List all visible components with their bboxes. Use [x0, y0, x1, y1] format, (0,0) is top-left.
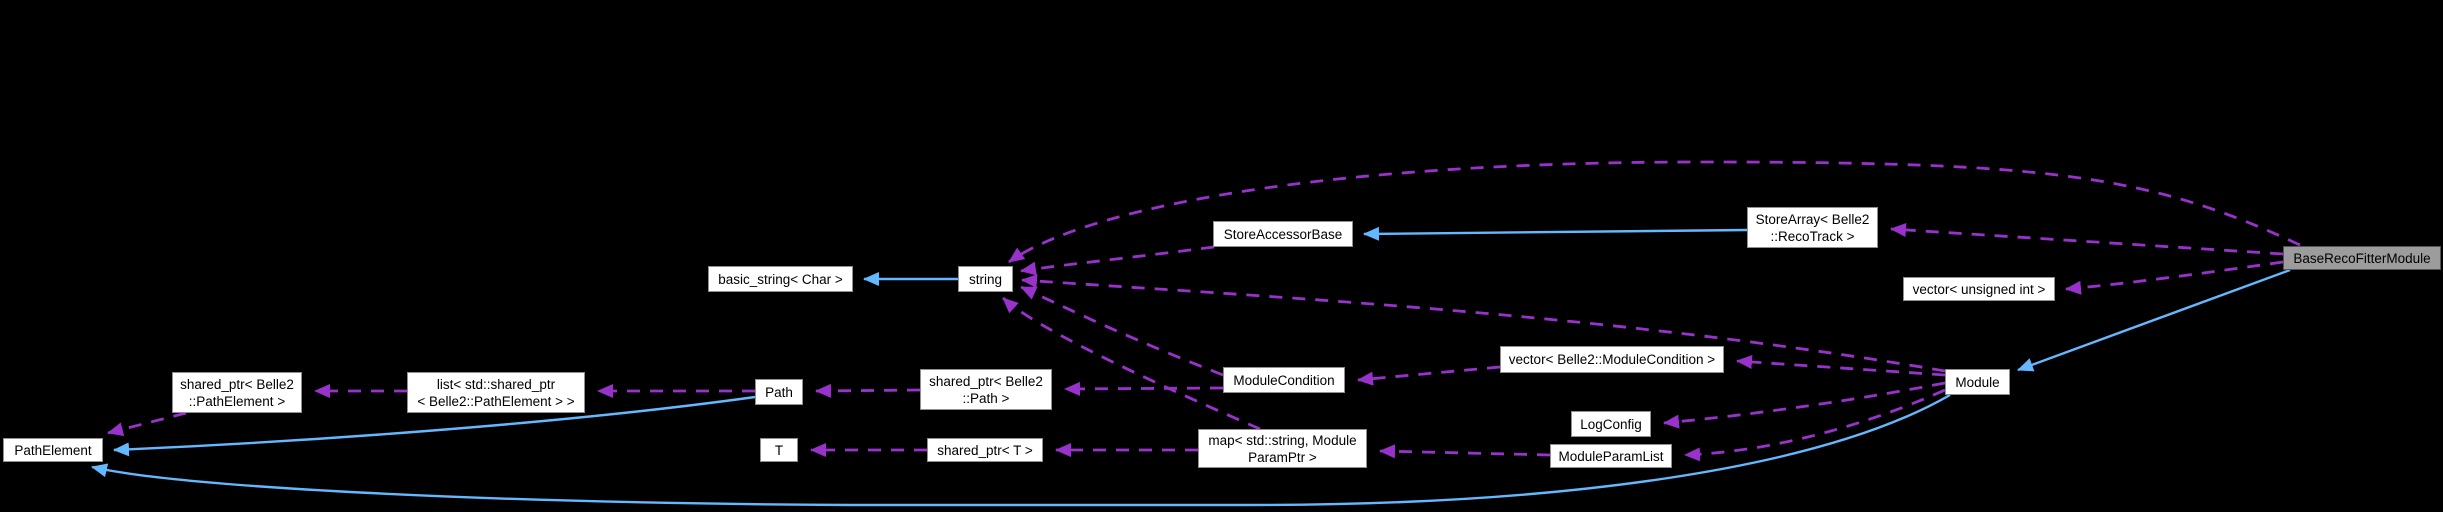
edge-module-to-vector-module-condition — [1736, 355, 1946, 377]
node-base-reco-fitter-module: BaseRecoFitterModule — [2283, 246, 2441, 270]
node-vector-module-condition[interactable]: vector< Belle2::ModuleCondition > — [1500, 346, 1724, 373]
edge-store-array-to-store-accessor-base — [1363, 226, 1748, 241]
node-shared-ptr-path[interactable]: shared_ptr< Belle2 ::Path > — [920, 369, 1052, 410]
node-path-element-label: PathElement — [14, 442, 92, 458]
node-store-array-label: StoreArray< Belle2 ::RecoTrack > — [1755, 211, 1870, 244]
node-shared-ptr-t-label: shared_ptr< T > — [937, 442, 1033, 458]
node-shared-ptr-t[interactable]: shared_ptr< T > — [927, 438, 1043, 462]
node-vector-unsigned-int-label: vector< unsigned int > — [1912, 281, 2046, 297]
edge-module-to-log-config — [1663, 381, 1946, 429]
node-store-accessor-base-label: StoreAccessorBase — [1223, 226, 1343, 242]
edge-module-condition-to-shared-ptr-path — [1064, 381, 1224, 396]
edge-shared-ptr-path-element-to-path-element — [107, 411, 187, 437]
node-module-label: Module — [1955, 374, 2000, 390]
edge-path-to-path-element — [113, 395, 756, 457]
node-basic-string[interactable]: basic_string< Char > — [708, 266, 853, 292]
node-shared-ptr-path-label: shared_ptr< Belle2 ::Path > — [929, 373, 1043, 406]
edge-module-to-string — [1021, 274, 1946, 373]
node-log-config-label: LogConfig — [1580, 416, 1642, 432]
node-string-label: string — [968, 271, 1002, 287]
node-path-element[interactable]: PathElement — [3, 438, 103, 462]
node-base-reco-fitter-module-label: BaseRecoFitterModule — [2293, 250, 2431, 266]
node-vector-unsigned-int[interactable]: vector< unsigned int > — [1903, 277, 2055, 301]
node-path-label: Path — [765, 384, 793, 400]
node-module[interactable]: Module — [1945, 369, 2010, 395]
edge-map-to-string — [1002, 296, 1261, 431]
edge-base-reco-fitter-module-to-store-array — [1890, 222, 2284, 256]
node-store-array[interactable]: StoreArray< Belle2 ::RecoTrack > — [1747, 207, 1878, 248]
node-module-condition[interactable]: ModuleCondition — [1223, 367, 1345, 393]
node-vector-module-condition-label: vector< Belle2::ModuleCondition > — [1508, 352, 1716, 367]
node-basic-string-label: basic_string< Char > — [718, 271, 843, 287]
node-log-config[interactable]: LogConfig — [1571, 411, 1651, 437]
node-shared-ptr-path-element-label: shared_ptr< Belle2 ::PathElement > — [180, 376, 294, 409]
edge-module-to-module-param-list — [1684, 388, 1946, 462]
edge-base-reco-fitter-module-to-module — [2017, 268, 2291, 372]
node-module-param-list-label: ModuleParamList — [1558, 448, 1664, 464]
node-list-shared-ptr-path-element[interactable]: list< std::shared_ptr < Belle2::PathElem… — [407, 372, 585, 413]
edge-module-param-list-to-map — [1379, 444, 1551, 459]
node-list-shared-ptr-path-element-label: list< std::shared_ptr < Belle2::PathElem… — [417, 376, 575, 409]
node-module-param-list[interactable]: ModuleParamList — [1550, 444, 1672, 468]
edge-base-reco-fitter-module-to-vector-unsigned-int — [2065, 260, 2284, 295]
node-store-accessor-base[interactable]: StoreAccessorBase — [1213, 221, 1353, 247]
edge-module-condition-to-string — [1020, 285, 1224, 377]
node-module-condition-label: ModuleCondition — [1233, 372, 1335, 388]
edge-shared-ptr-path-to-path — [815, 383, 921, 398]
node-string[interactable]: string — [958, 266, 1013, 292]
node-shared-ptr-path-element[interactable]: shared_ptr< Belle2 ::PathElement > — [172, 372, 302, 413]
edge-base-reco-fitter-module-to-string — [1008, 160, 2301, 264]
node-t[interactable]: T — [760, 438, 798, 462]
node-map-module-param-label: map< std::string, Module ParamPtr > — [1208, 432, 1357, 465]
edge-module-to-path-element — [91, 393, 1951, 507]
node-map-module-param[interactable]: map< std::string, Module ParamPtr > — [1198, 429, 1367, 468]
node-t-label: T — [774, 442, 784, 458]
edge-vector-module-condition-to-module-condition — [1357, 365, 1501, 386]
node-path[interactable]: Path — [755, 379, 803, 405]
edge-store-accessor-base-to-string — [1020, 245, 1215, 276]
